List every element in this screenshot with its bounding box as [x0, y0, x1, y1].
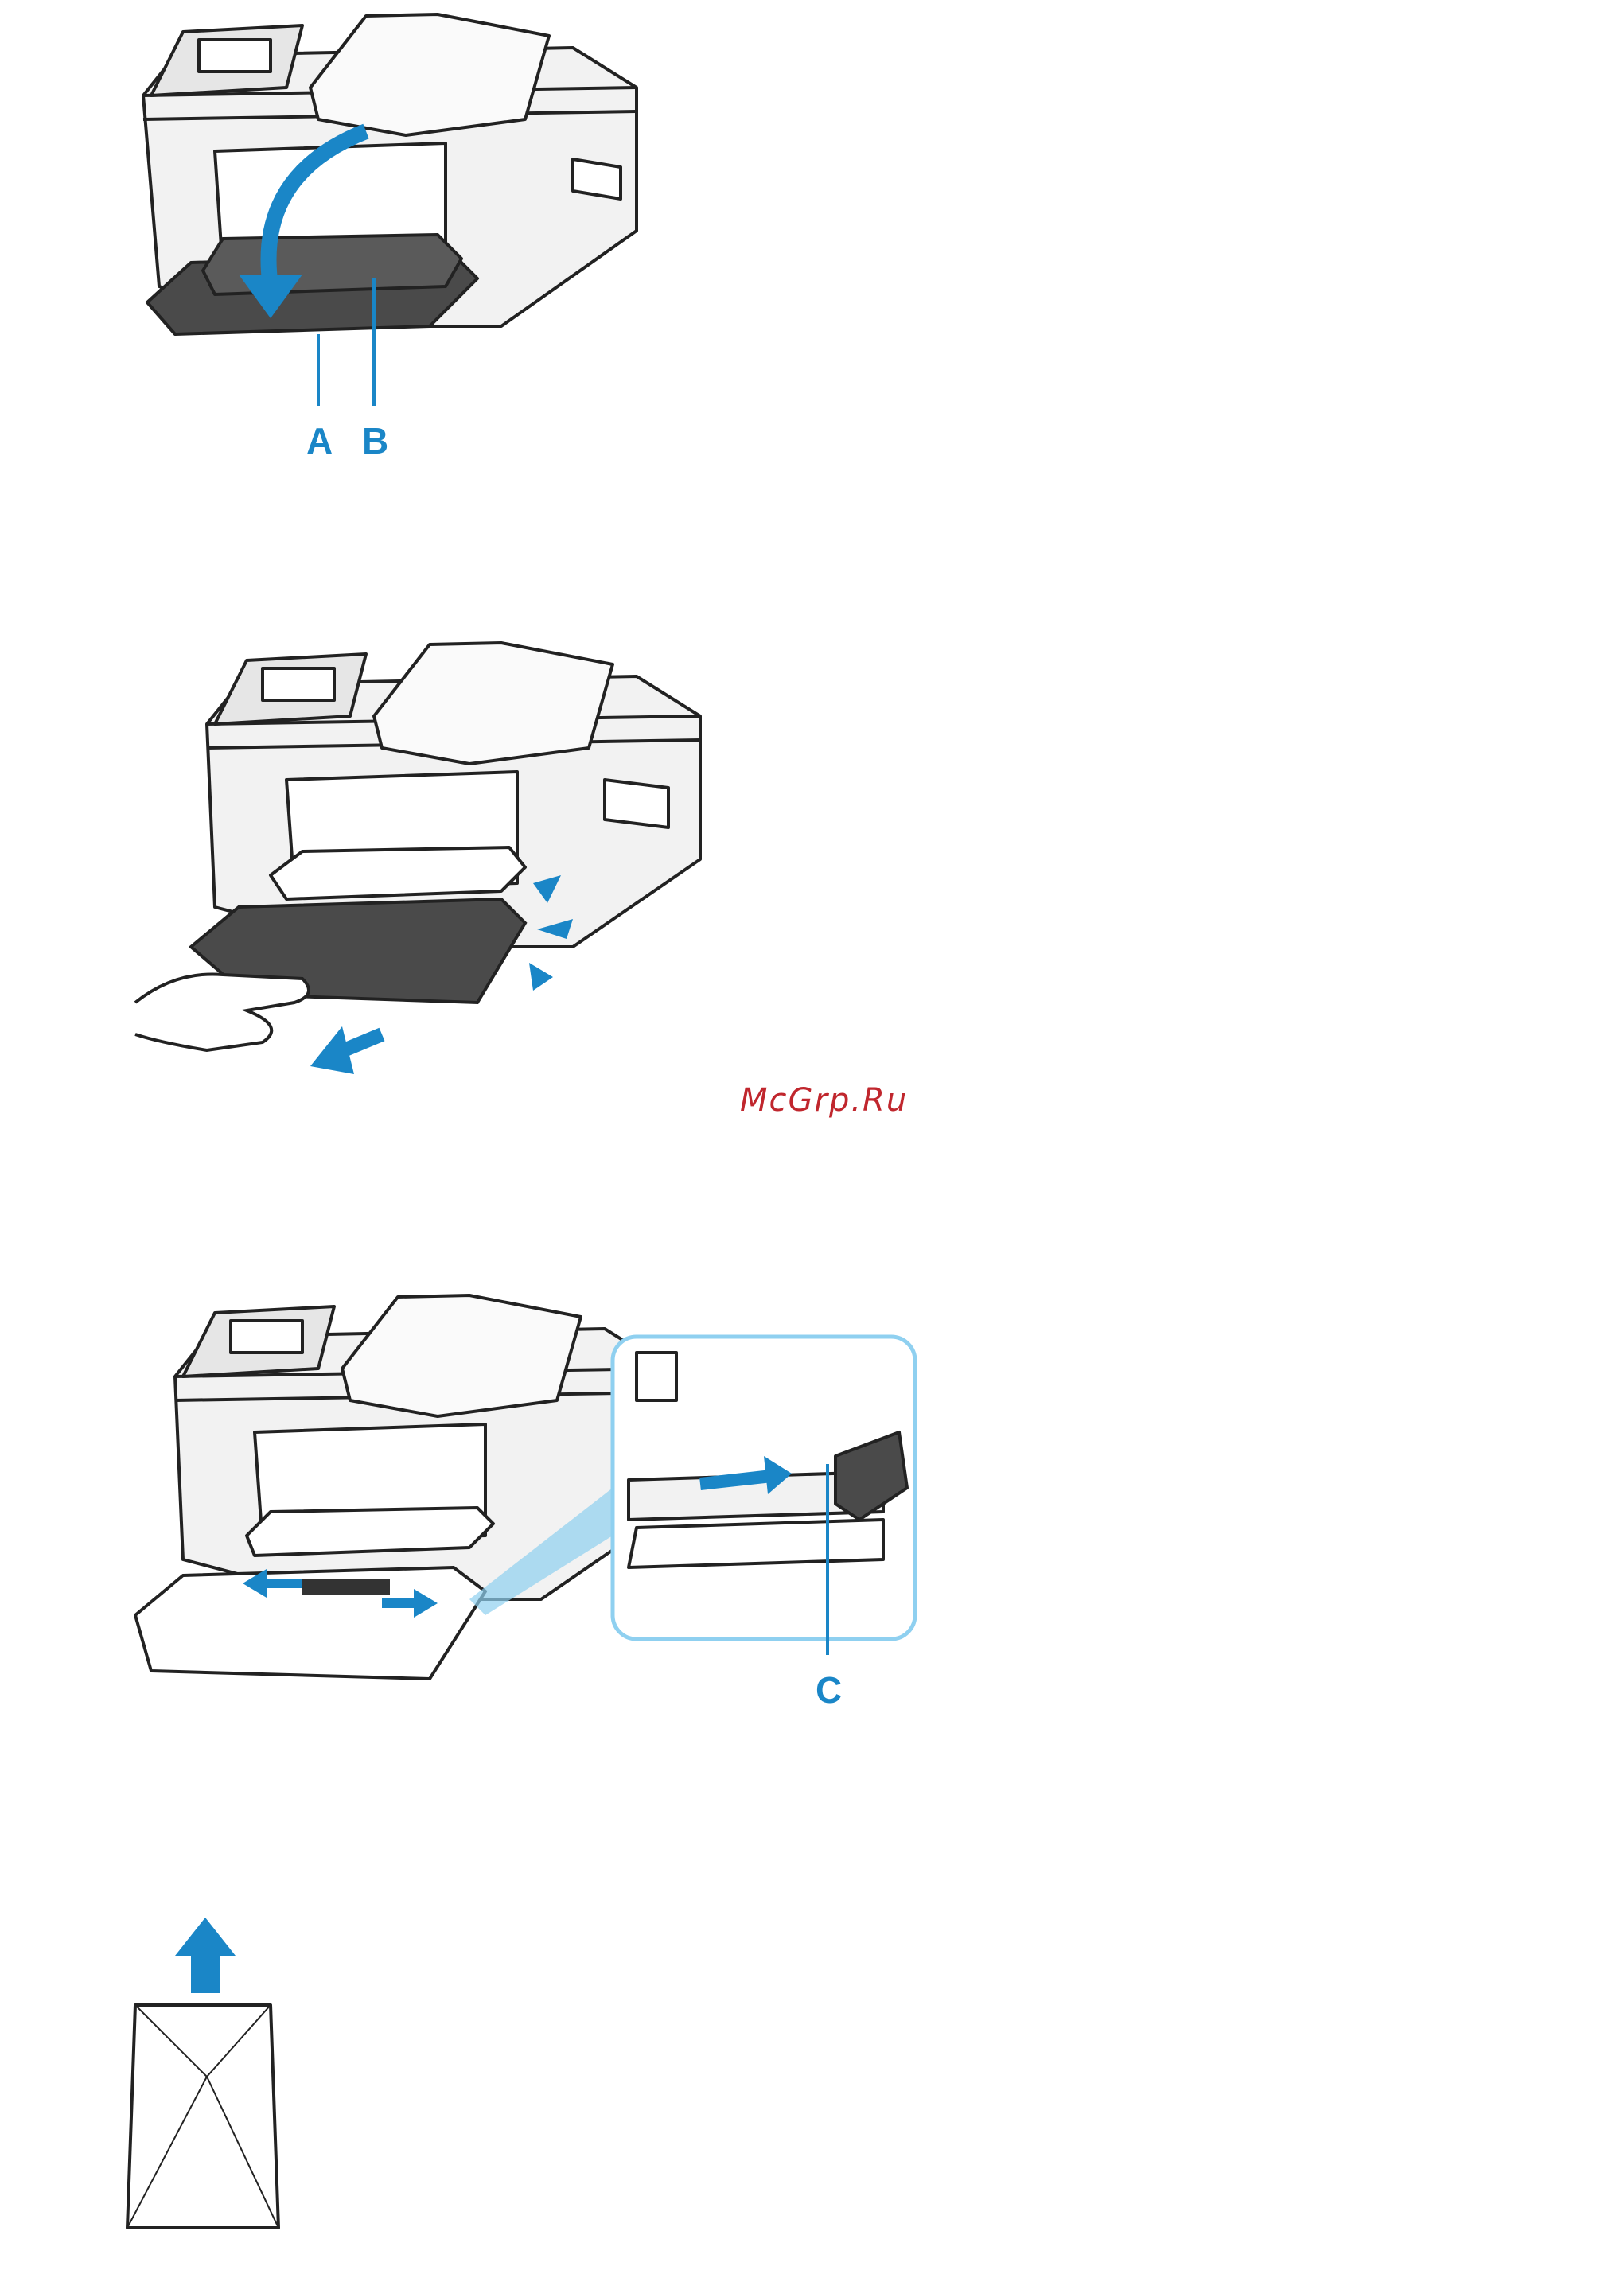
printer-illustration-3: C: [119, 1273, 931, 1719]
watermark: McGrp.Ru: [740, 1082, 908, 1119]
figure-pull-out-cassette: [127, 621, 732, 1098]
paper-guide-front: [302, 1579, 390, 1595]
envelope-illustration: [119, 1910, 310, 2260]
printer-illustration-2: [127, 621, 732, 1098]
paper-output-tray-b: [203, 235, 461, 294]
envelope-shape: [127, 2005, 278, 2228]
hand-illustration: [135, 974, 309, 1050]
arrow-pull-icon: [310, 1026, 382, 1074]
arrow-up-icon: [175, 1918, 236, 1993]
figure-adjust-paper-guides: C: [119, 1273, 931, 1719]
callout-label-b: B: [362, 420, 388, 461]
printer-illustration-1: A B: [127, 0, 668, 477]
callout-label-a: A: [306, 420, 333, 461]
figure-envelope-orientation: [119, 1910, 310, 2260]
callout-label-c: C: [816, 1669, 842, 1711]
figure-open-front-cover: A B: [127, 0, 668, 477]
